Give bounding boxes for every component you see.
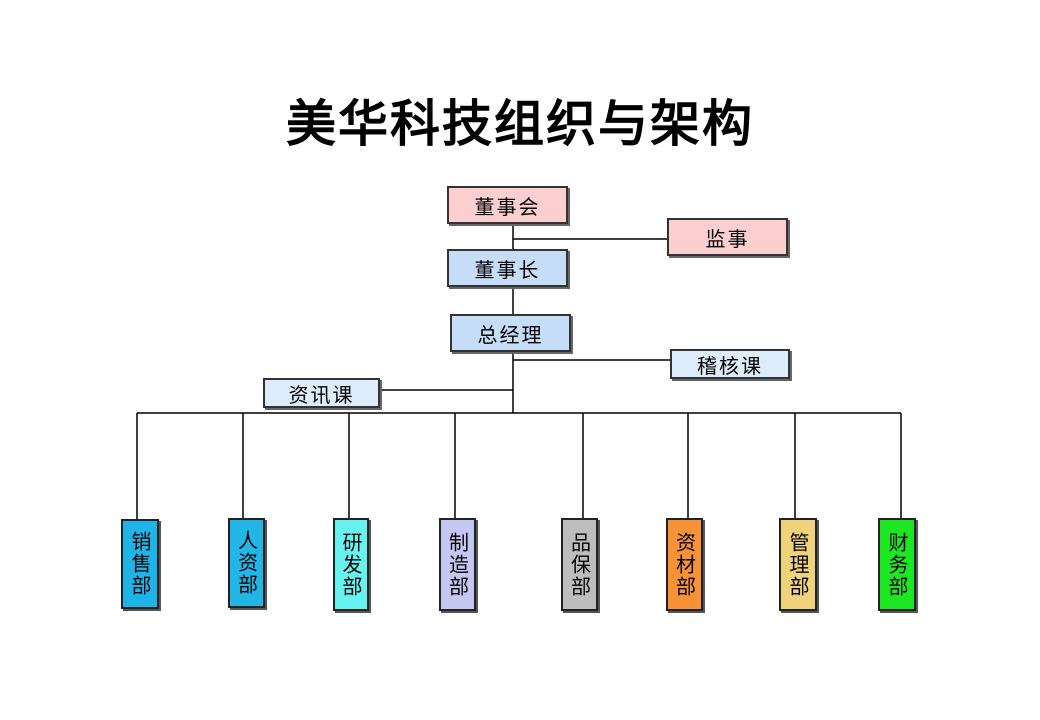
department-box: 人资部: [228, 518, 265, 608]
department-box: 管理部: [779, 518, 817, 611]
department-label: 资材部: [672, 531, 697, 598]
department-label: 品保部: [567, 531, 592, 598]
department-label: 管理部: [786, 531, 810, 598]
department-box: 制造部: [439, 518, 476, 611]
board-box: 董事会: [447, 186, 568, 224]
it-box: 资讯课: [263, 378, 380, 408]
department-label: 人资部: [234, 530, 259, 596]
department-label: 制造部: [445, 531, 470, 598]
chairman-box: 董事长: [447, 249, 568, 287]
department-box: 品保部: [561, 518, 598, 611]
department-label: 研发部: [339, 531, 363, 598]
audit-label: 稽核课: [697, 353, 763, 378]
it-label: 资讯课: [288, 382, 355, 407]
department-box: 财务部: [878, 518, 916, 611]
department-label: 财务部: [885, 531, 909, 598]
supervisor-box: 监事: [667, 218, 788, 256]
page-title: 美华科技组织与架构: [286, 95, 754, 153]
board-label: 董事会: [474, 194, 541, 219]
audit-box: 稽核课: [670, 349, 790, 379]
supervisor-label: 监事: [705, 226, 750, 251]
department-label: 销售部: [128, 531, 152, 597]
gm-label: 总经理: [477, 322, 544, 347]
department-box: 资材部: [666, 518, 703, 611]
department-box: 销售部: [121, 519, 159, 609]
chairman-label: 董事长: [474, 257, 541, 282]
department-box: 研发部: [333, 518, 369, 611]
gm-box: 总经理: [450, 314, 571, 352]
